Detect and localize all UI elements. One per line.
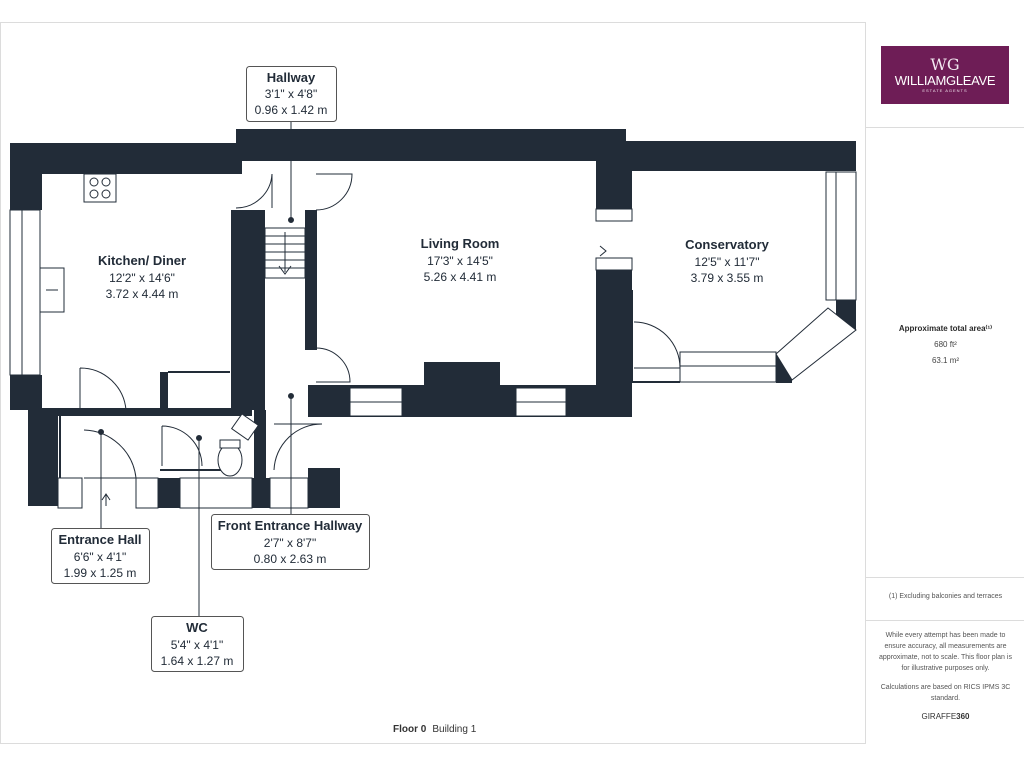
door-hall-kitchen: [235, 173, 273, 209]
wall-entrance-left: [28, 408, 58, 506]
window-front: [269, 477, 309, 509]
label-kitchen-metric: 3.72 x 4.44 m: [106, 287, 179, 301]
chimney-breast: [424, 362, 500, 386]
label-conservatory-imperial: 12'5" x 11'7": [695, 255, 760, 269]
label-conservatory-name: Conservatory: [685, 237, 770, 252]
label-kitchen-name: Kitchen/ Diner: [98, 253, 186, 268]
label-entrance-hall-name: Entrance Hall: [58, 532, 141, 547]
label-wc-metric: 1.64 x 1.27 m: [161, 654, 234, 668]
logo-name: WILLIAMGLEAVE: [894, 72, 996, 88]
opening-conservatory-a: [595, 208, 633, 222]
label-wc-name: WC: [186, 620, 208, 635]
floor-plan: Hallway 3'1" x 4'8" 0.96 x 1.42 m Kitche…: [0, 22, 865, 744]
page-frame: [0, 22, 865, 744]
label-hallway-imperial: 3'1" x 4'8": [265, 87, 317, 101]
label-front-entrance-name: Front Entrance Hallway: [218, 518, 363, 533]
wall-conservatory-top: [626, 141, 856, 171]
label-wc-imperial: 5'4" x 4'1": [171, 638, 223, 652]
walls: [10, 129, 856, 508]
area-sqft: 680 ft²: [934, 340, 957, 349]
disclaimer: While every attempt has been made to ens…: [879, 632, 1012, 672]
wall-kitchen-bottom: [42, 408, 252, 416]
basin: [230, 413, 260, 441]
wall-wc-right: [254, 410, 266, 480]
internal-walls: [59, 290, 680, 478]
door-wc: [161, 425, 203, 467]
door-front: [273, 423, 323, 471]
wall-kitchen-right: [231, 210, 265, 410]
label-front-entrance-metric: 0.80 x 2.63 m: [254, 552, 327, 566]
area-title: Approximate total area⁽¹⁾: [898, 324, 993, 333]
sidebar-divider: [866, 620, 1024, 621]
door-conservatory: [633, 321, 681, 369]
window-kitchen-left: [9, 209, 41, 376]
window-entrance: [57, 477, 83, 509]
wall-bottom-b: [252, 478, 270, 508]
wall-bottom-a: [158, 478, 180, 508]
wall-top-kitchen: [10, 143, 242, 174]
label-conservatory-metric: 3.79 x 3.55 m: [691, 271, 764, 285]
wall-living-right-upper: [596, 161, 632, 209]
door-living-lower: [315, 347, 351, 383]
floor-label: Floor 0: [393, 724, 427, 735]
fixtures: [39, 173, 260, 477]
label-living-metric: 5.26 x 4.41 m: [424, 270, 497, 284]
door-kitchen: [79, 367, 127, 411]
brand-mark: GIRAFFE360: [866, 712, 1024, 721]
label-living-imperial: 17'3" x 14'5": [427, 254, 493, 268]
footnote: (1) Excluding balconies and terraces: [888, 593, 1003, 600]
door-hall-living: [315, 173, 353, 211]
label-entrance-hall-metric: 1.99 x 1.25 m: [64, 566, 137, 580]
logo-monogram: WG: [930, 54, 960, 74]
wall-bottom-c: [308, 468, 340, 508]
label-hallway-name: Hallway: [267, 70, 316, 85]
wall-left-lower: [10, 375, 42, 410]
window-wc-bottom: [179, 477, 253, 509]
windows: [9, 171, 857, 509]
brand-prefix: GIRAFFE: [921, 712, 957, 721]
floor-caption: Floor 0 Building 1: [393, 724, 476, 735]
label-front-entrance-imperial: 2'7" x 8'7": [264, 536, 316, 550]
door-swings: [79, 173, 681, 479]
label-hallway-metric: 0.96 x 1.42 m: [255, 103, 328, 117]
wall-living-right-mid: [596, 270, 632, 290]
brand-suffix: 360: [956, 712, 970, 721]
company-logo: WG WILLIAMGLEAVE ESTATE AGENTS: [881, 46, 1009, 104]
wall-stub: [160, 372, 168, 412]
sidebar-divider: [866, 577, 1024, 578]
hob: [83, 173, 117, 203]
leader-lines: [98, 122, 294, 616]
label-boxes: [51, 66, 370, 672]
opening-conservatory-b: [595, 257, 633, 271]
door-entrance: [83, 429, 137, 479]
wall-top-center: [236, 129, 626, 161]
wall-stair-right: [305, 210, 317, 350]
window-wc-left: [135, 477, 159, 509]
stairs: [264, 227, 306, 279]
sidebar-divider: [866, 127, 1024, 128]
label-entrance-hall-imperial: 6'6" x 4'1": [74, 550, 126, 564]
window-conservatory-right: [825, 171, 857, 301]
label-kitchen-imperial: 12'2" x 14'6": [109, 271, 175, 285]
window-conservatory-diagonal: [775, 307, 857, 381]
area-sqm: 63.1 m²: [931, 356, 960, 365]
wall-left-upper: [10, 143, 42, 210]
logo-tagline: ESTATE AGENTS: [922, 87, 968, 93]
window-conservatory-bottom: [679, 351, 777, 383]
calculations-note: Calculations are based on RICS IPMS 3C s…: [880, 684, 1011, 702]
sidebar: WG WILLIAMGLEAVE ESTATE AGENTS Approxima…: [865, 22, 1024, 744]
label-living-name: Living Room: [421, 236, 500, 251]
toilet: [217, 443, 243, 477]
building-label: Building 1: [432, 724, 477, 735]
